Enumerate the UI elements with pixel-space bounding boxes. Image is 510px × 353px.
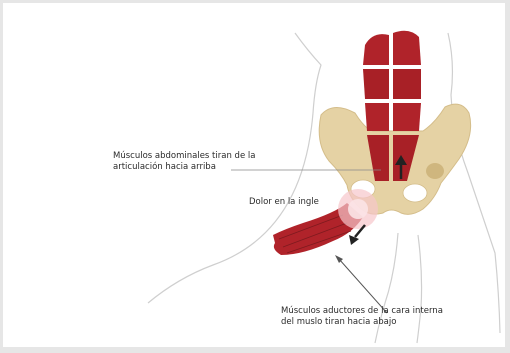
hip-joint-right — [426, 163, 444, 179]
illustration-panel: Músculos abdominales tiran de la articul… — [3, 3, 505, 347]
body-outline-right — [448, 33, 500, 333]
downward-arrow-head — [349, 235, 359, 245]
obturator-foramen-right — [403, 184, 427, 202]
adductor-label-line2: del muslo tiran hacia abajo — [281, 317, 396, 328]
adductor-label-line1: Músculos aductores de la cara interna — [281, 306, 443, 317]
abdominal-label-line2: articulación hacia arriba — [113, 162, 216, 173]
inner-thigh-outline-2 — [417, 235, 422, 343]
pain-glow-inner — [348, 199, 368, 219]
groin-pain-label: Dolor en la ingle — [249, 197, 319, 208]
adductor-leader-line — [339, 259, 387, 313]
groin-anatomy-illustration — [3, 3, 505, 347]
abdominal-label-line1: Músculos abdominales tiran de la — [113, 151, 255, 162]
